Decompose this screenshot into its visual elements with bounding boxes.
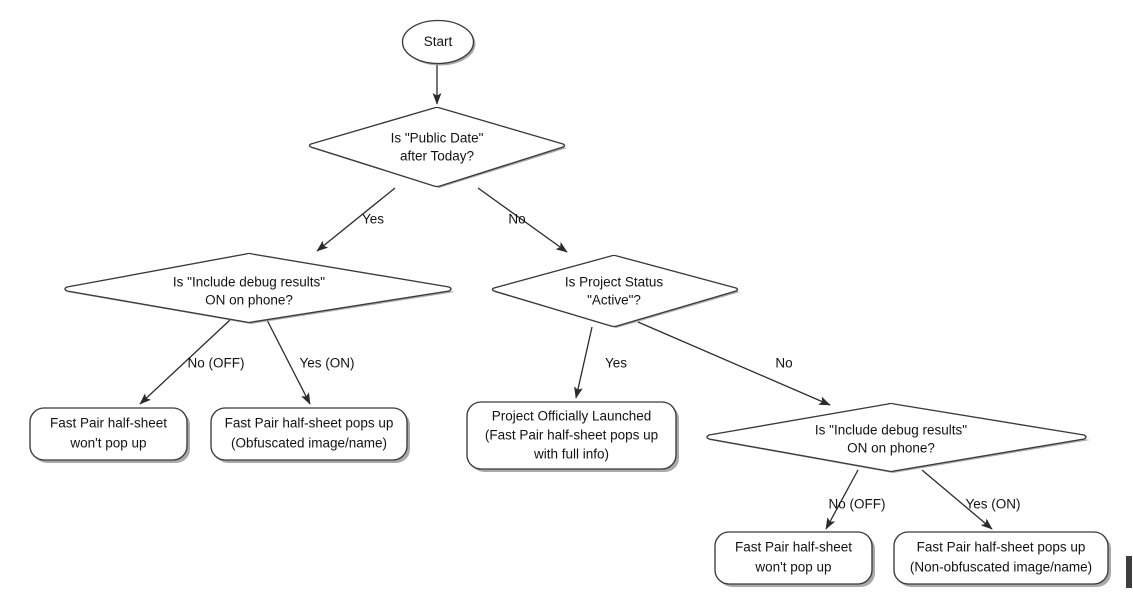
edge-debug-left-off [139,319,231,405]
node-project-status-line-2: "Active"? [587,293,641,308]
node-public-date-line-2: after Today? [400,149,474,164]
edge-label-project-status-no: No [775,356,792,371]
edge-debug-left-on [266,319,311,405]
node-debug-left-shape [64,252,452,324]
edge-label-public-date-no: No [508,212,525,227]
node-project-status-line-1: Is Project Status [565,275,664,290]
edge-label-public-date-yes: Yes [362,212,384,227]
edge-public-date-no [477,187,568,253]
node-result-right-off[interactable]: Fast Pair half-sheet won't pop up [714,531,875,587]
node-debug-right-line-2: ON on phone? [847,441,935,456]
node-result-right-on-shape [893,531,1109,585]
node-debug-left-line-1: Is "Include debug results" [173,275,325,290]
node-start[interactable]: Start [401,19,476,66]
node-public-date-line-1: Is "Public Date" [391,131,484,146]
node-result-right-on-line-1: Fast Pair half-sheet pops up [917,540,1086,555]
node-result-left-on-shape [210,407,408,461]
node-result-left-off[interactable]: Fast Pair half-sheet won't pop up [29,407,190,463]
node-result-left-on-line-1: Fast Pair half-sheet pops up [225,416,394,431]
node-result-project-launched[interactable]: Project Officially Launched (Fast Pair h… [466,401,679,472]
edge-label-project-status-yes: Yes [605,356,627,371]
node-result-launched-line-1: Project Officially Launched [492,409,652,424]
node-result-left-off-line-2: won't pop up [69,436,146,451]
edge-label-debug-right-on: Yes (ON) [965,497,1020,512]
edge-label-debug-left-off: No (OFF) [188,356,245,371]
node-result-left-off-line-1: Fast Pair half-sheet [50,416,167,431]
node-result-launched-shape [466,401,677,470]
node-debug-right-line-1: Is "Include debug results" [815,423,967,438]
node-start-label: Start [424,34,453,49]
node-result-left-off-shape [29,407,188,461]
edge-project-status-no [637,321,831,406]
node-debug-right-shape [706,402,1087,473]
node-project-status-shape [491,254,739,328]
edge-public-date-yes [316,187,396,252]
node-result-right-on[interactable]: Fast Pair half-sheet pops up (Non-obfusc… [893,531,1111,587]
node-result-launched-line-3: with full info) [533,447,609,462]
node-debug-left-line-2: ON on phone? [205,293,293,308]
scan-artifact-mark [1126,556,1132,588]
edge-label-debug-left-on: Yes (ON) [299,356,354,371]
node-result-right-off-line-1: Fast Pair half-sheet [735,540,852,555]
node-public-date-decision[interactable]: Is "Public Date" after Today? [308,106,568,189]
node-result-launched-line-2: (Fast Pair half-sheet pops up [485,428,658,443]
edge-debug-right-off [825,469,859,530]
edge-label-debug-right-off: No (OFF) [829,497,886,512]
node-public-date-shape [308,106,566,188]
node-result-right-off-line-2: won't pop up [754,560,831,575]
node-result-right-on-line-2: (Non-obfuscated image/name) [910,560,1092,575]
edge-project-status-yes [574,326,593,399]
node-result-left-on-line-2: (Obfuscated image/name) [231,436,387,451]
node-start-shape [401,19,475,65]
edge-labels-layer: Yes No No (OFF) Yes (ON) Yes No No (OFF)… [188,212,1021,512]
node-debug-results-decision-left[interactable]: Is "Include debug results" ON on phone? [64,252,455,325]
node-result-left-on[interactable]: Fast Pair half-sheet pops up (Obfuscated… [210,407,410,463]
node-project-status-decision[interactable]: Is Project Status "Active"? [491,254,741,329]
edges-layer [139,63,993,530]
edge-debug-right-on [921,469,993,530]
node-result-right-off-shape [714,531,873,585]
node-debug-results-decision-right[interactable]: Is "Include debug results" ON on phone? [706,402,1090,474]
